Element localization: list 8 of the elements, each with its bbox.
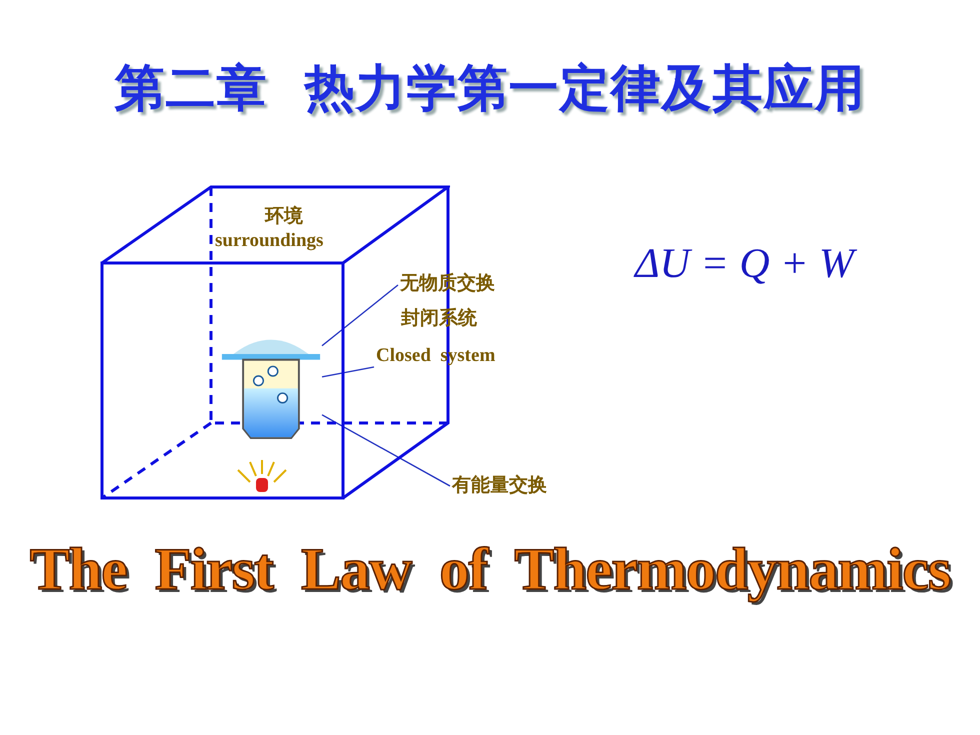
label-english: surroundings <box>215 230 324 252</box>
callout-text: 有能量交换 <box>452 473 548 498</box>
slide-title: 第二章 热力学第一定律及其应用 <box>114 58 866 119</box>
leader-line <box>322 366 374 378</box>
leader-line <box>322 414 450 487</box>
label-chinese: 环境 <box>265 204 303 229</box>
heading-text: The First Law of Thermodynamics <box>28 535 952 604</box>
leader-line <box>322 284 398 346</box>
